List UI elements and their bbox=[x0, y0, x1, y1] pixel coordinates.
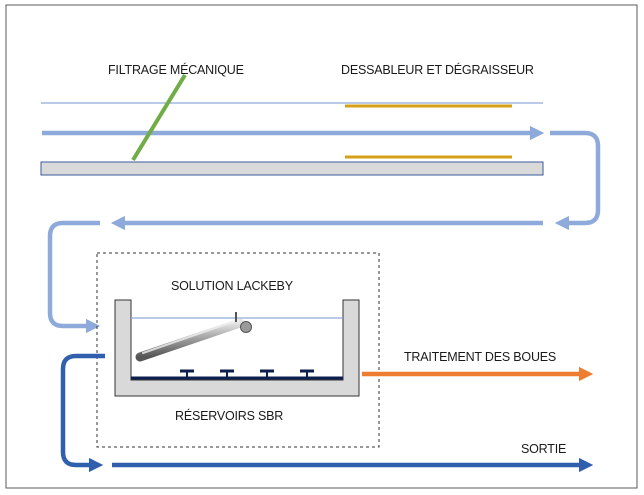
aeration-diffusers bbox=[131, 369, 343, 380]
channel-floor bbox=[40, 161, 544, 176]
outlet-loop bbox=[60, 353, 105, 473]
return-loop-right bbox=[550, 130, 601, 231]
mixer-arm bbox=[135, 318, 245, 362]
diffuser-head bbox=[180, 369, 194, 378]
sbr-tanks-label: RÉSERVOIRS SBR bbox=[175, 408, 283, 423]
diffuser-head bbox=[300, 369, 314, 378]
lackeby-mixer bbox=[135, 312, 252, 362]
sbr-system-boundary bbox=[96, 252, 380, 448]
mechanical-filter-screen bbox=[131, 73, 187, 162]
diagram-frame bbox=[5, 4, 638, 489]
diffuser-head bbox=[260, 369, 274, 378]
sbr-feed-loop bbox=[47, 220, 101, 334]
sludge-treatment-label: TRAITEMENT DES BOUES bbox=[404, 350, 556, 364]
mechanical-filtering-label: FILTRAGE MÉCANIQUE bbox=[108, 62, 244, 77]
diffuser-head bbox=[220, 369, 234, 378]
grit-grease-removal-label: DESSABLEUR ET DÉGRAISSEUR bbox=[341, 62, 534, 77]
mixer-arm-highlight bbox=[142, 319, 239, 354]
sbr-tank bbox=[114, 299, 360, 397]
outlet-label: SORTIE bbox=[521, 442, 566, 456]
lackeby-solution-label: SOLUTION LACKEBY bbox=[171, 279, 294, 293]
mixer-pivot bbox=[240, 321, 252, 333]
